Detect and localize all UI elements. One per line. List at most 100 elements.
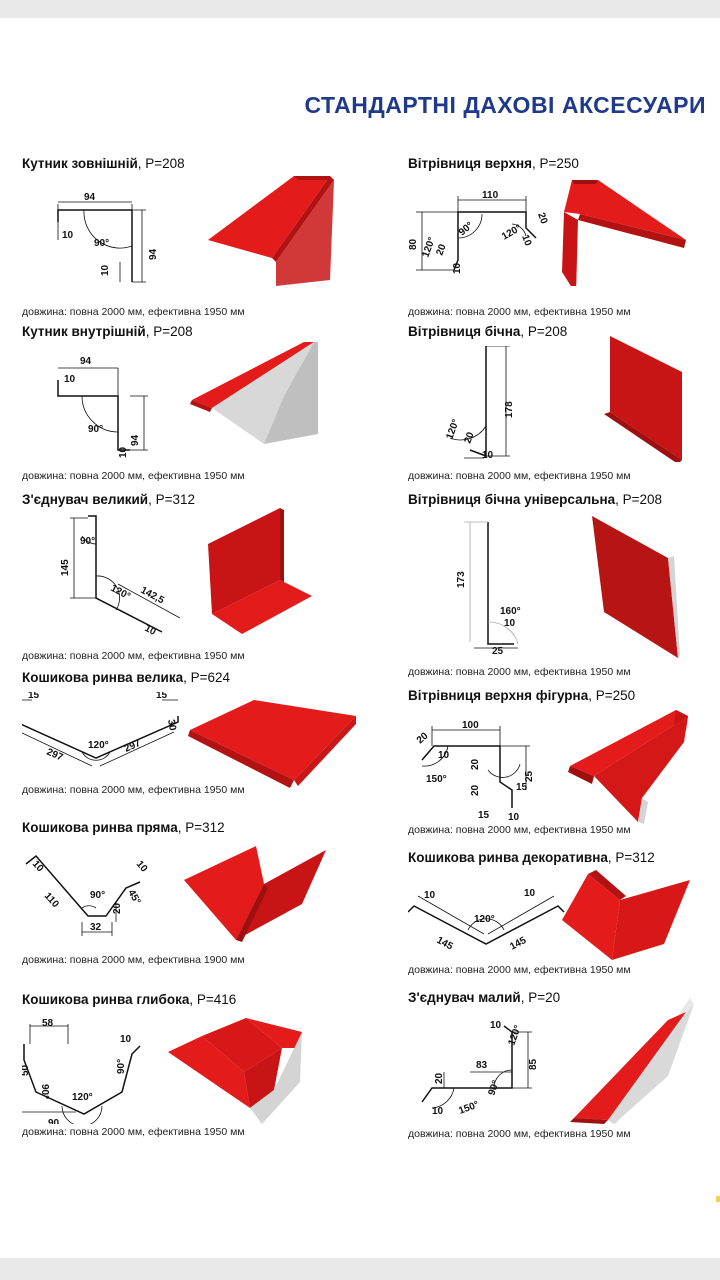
svg-text:178: 178: [504, 401, 515, 418]
svg-text:50: 50: [22, 1064, 31, 1076]
svg-text:10: 10: [134, 859, 150, 875]
svg-text:20: 20: [434, 242, 448, 257]
product-name: Кошикова ринва декоративна, P=312: [408, 850, 655, 865]
svg-text:10: 10: [508, 812, 520, 820]
svg-text:90°: 90°: [88, 424, 103, 435]
product-name: Кутник внутрішній, P=208: [22, 324, 193, 339]
product-image: [208, 508, 312, 634]
product-image: [184, 846, 326, 942]
svg-text:145: 145: [435, 935, 455, 953]
svg-text:20: 20: [462, 430, 476, 445]
svg-text:10: 10: [524, 888, 536, 899]
svg-text:20: 20: [112, 902, 123, 914]
svg-text:83: 83: [476, 1060, 488, 1071]
product-vitrivnytsia-bichna-universalna: Вітрівниця бічна універсальна, P=208 173…: [408, 492, 720, 682]
svg-text:10: 10: [490, 1020, 502, 1031]
svg-text:100: 100: [462, 720, 479, 731]
profile-diagram: 100 20 10 150° 20 20 25 15 15 10: [415, 720, 535, 820]
svg-text:45°: 45°: [125, 888, 142, 907]
product-name: Вітрівниця бічна, P=208: [408, 324, 568, 339]
svg-text:145: 145: [508, 935, 528, 953]
svg-text:90°: 90°: [486, 1079, 502, 1097]
svg-text:10: 10: [62, 230, 74, 241]
svg-text:145: 145: [60, 559, 71, 576]
svg-text:10: 10: [30, 859, 46, 875]
product-image: [562, 870, 690, 960]
svg-text:10: 10: [64, 374, 76, 385]
svg-text:20: 20: [415, 730, 431, 746]
svg-text:90°: 90°: [94, 238, 109, 249]
profile-diagram: 15 90° 145 120° 142,5 10: [60, 514, 181, 638]
svg-text:20: 20: [470, 784, 481, 796]
svg-text:85: 85: [528, 1058, 539, 1070]
product-image: [568, 710, 688, 824]
svg-text:173: 173: [456, 571, 467, 588]
svg-text:15: 15: [478, 810, 490, 820]
svg-text:10: 10: [438, 750, 450, 761]
length-note: довжина: повна 2000 мм, ефективна 1950 м…: [408, 470, 631, 482]
svg-text:10: 10: [118, 446, 129, 458]
length-note: довжина: повна 2000 мм, ефективна 1950 м…: [408, 306, 631, 318]
page-title: СТАНДАРТНІ ДАХОВІ АКСЕСУАРИ: [304, 92, 706, 118]
svg-text:90°: 90°: [80, 536, 95, 547]
product-image: [190, 342, 318, 444]
product-name: Кошикова ринва велика, P=624: [22, 670, 231, 685]
svg-text:32: 32: [90, 922, 102, 933]
length-note: довжина: повна 2000 мм, ефективна 1950 м…: [408, 1128, 631, 1140]
svg-text:10: 10: [519, 233, 533, 248]
product-ziednuvach-malyi: З'єднувач малий, P=20 10 120° 83 20 90° …: [408, 990, 720, 1150]
svg-text:90°: 90°: [39, 1084, 50, 1099]
svg-text:110: 110: [482, 190, 499, 201]
product-image: [168, 1018, 302, 1124]
svg-text:15: 15: [28, 692, 40, 701]
svg-text:10: 10: [100, 264, 111, 276]
product-vitrivnytsia-verkhnia: Вітрівниця верхня, P=250 110 80 120° 20 …: [408, 156, 720, 324]
product-koshykova-rynva-hlyboka: Кошикова ринва глибока, P=416 58 50 90° …: [22, 992, 362, 1152]
profile-diagram: 94 10 90° 10 94: [57, 356, 148, 458]
svg-text:30: 30: [165, 719, 178, 732]
svg-text:20: 20: [434, 1072, 445, 1084]
svg-text:94: 94: [130, 434, 141, 446]
product-kutnyk-zovnishnii: Кутник зовнішній, P=208 94 10 90° 10 94 …: [22, 156, 362, 324]
svg-text:20: 20: [535, 211, 549, 226]
product-ziednuvach-velykyi: З'єднувач великий, P=312 15 90° 145 120°…: [22, 492, 362, 666]
svg-text:297: 297: [123, 738, 143, 755]
profile-diagram: 10 120° 10 145 145: [408, 888, 565, 953]
svg-text:90°: 90°: [457, 220, 476, 238]
svg-text:120°: 120°: [88, 740, 109, 751]
profile-diagram: 94 10 90° 10 94: [57, 192, 159, 283]
product-name: З'єднувач малий, P=20: [408, 990, 561, 1005]
screen-bottom-bar: [0, 1258, 720, 1280]
svg-text:297: 297: [45, 747, 65, 764]
length-note: довжина: повна 2000 мм, ефективна 1900 м…: [22, 954, 245, 966]
length-note: довжина: повна 2000 мм, ефективна 1950 м…: [22, 306, 245, 318]
product-name: Вітрівниця верхня, P=250: [408, 156, 579, 171]
svg-text:110: 110: [42, 891, 61, 911]
product-name: З'єднувач великий, P=312: [22, 492, 196, 507]
svg-text:94: 94: [148, 248, 159, 260]
product-name: Вітрівниця бічна універсальна, P=208: [408, 492, 663, 507]
svg-text:10: 10: [143, 623, 158, 638]
svg-text:142,5: 142,5: [139, 585, 167, 607]
product-name: Вітрівниця верхня фігурна, P=250: [408, 688, 636, 703]
length-note: довжина: повна 2000 мм, ефективна 1950 м…: [408, 824, 631, 836]
profile-diagram: 178 120° 20 10: [444, 346, 515, 461]
profile-diagram: 10 110 90° 32 20 45° 10: [25, 854, 150, 936]
svg-text:25: 25: [492, 646, 504, 654]
svg-text:10: 10: [452, 262, 463, 274]
svg-text:20: 20: [470, 758, 481, 770]
length-note: довжина: повна 2000 мм, ефективна 1950 м…: [22, 1126, 245, 1138]
svg-text:10: 10: [504, 618, 516, 629]
profile-diagram: 58 50 90° 120° 90 10 90°: [22, 1018, 141, 1124]
svg-text:10: 10: [432, 1106, 444, 1117]
svg-text:15: 15: [156, 692, 168, 701]
svg-text:94: 94: [84, 192, 96, 203]
svg-text:10: 10: [120, 1034, 132, 1045]
svg-text:25: 25: [524, 770, 535, 782]
svg-text:58: 58: [42, 1018, 54, 1029]
product-koshykova-rynva-velyka: Кошикова ринва велика, P=624 15 15 30 29…: [22, 670, 362, 830]
svg-text:15: 15: [516, 782, 528, 793]
svg-text:80: 80: [408, 238, 419, 250]
profile-diagram: 173 160° 10 25: [456, 521, 521, 654]
svg-text:120°: 120°: [72, 1092, 93, 1103]
